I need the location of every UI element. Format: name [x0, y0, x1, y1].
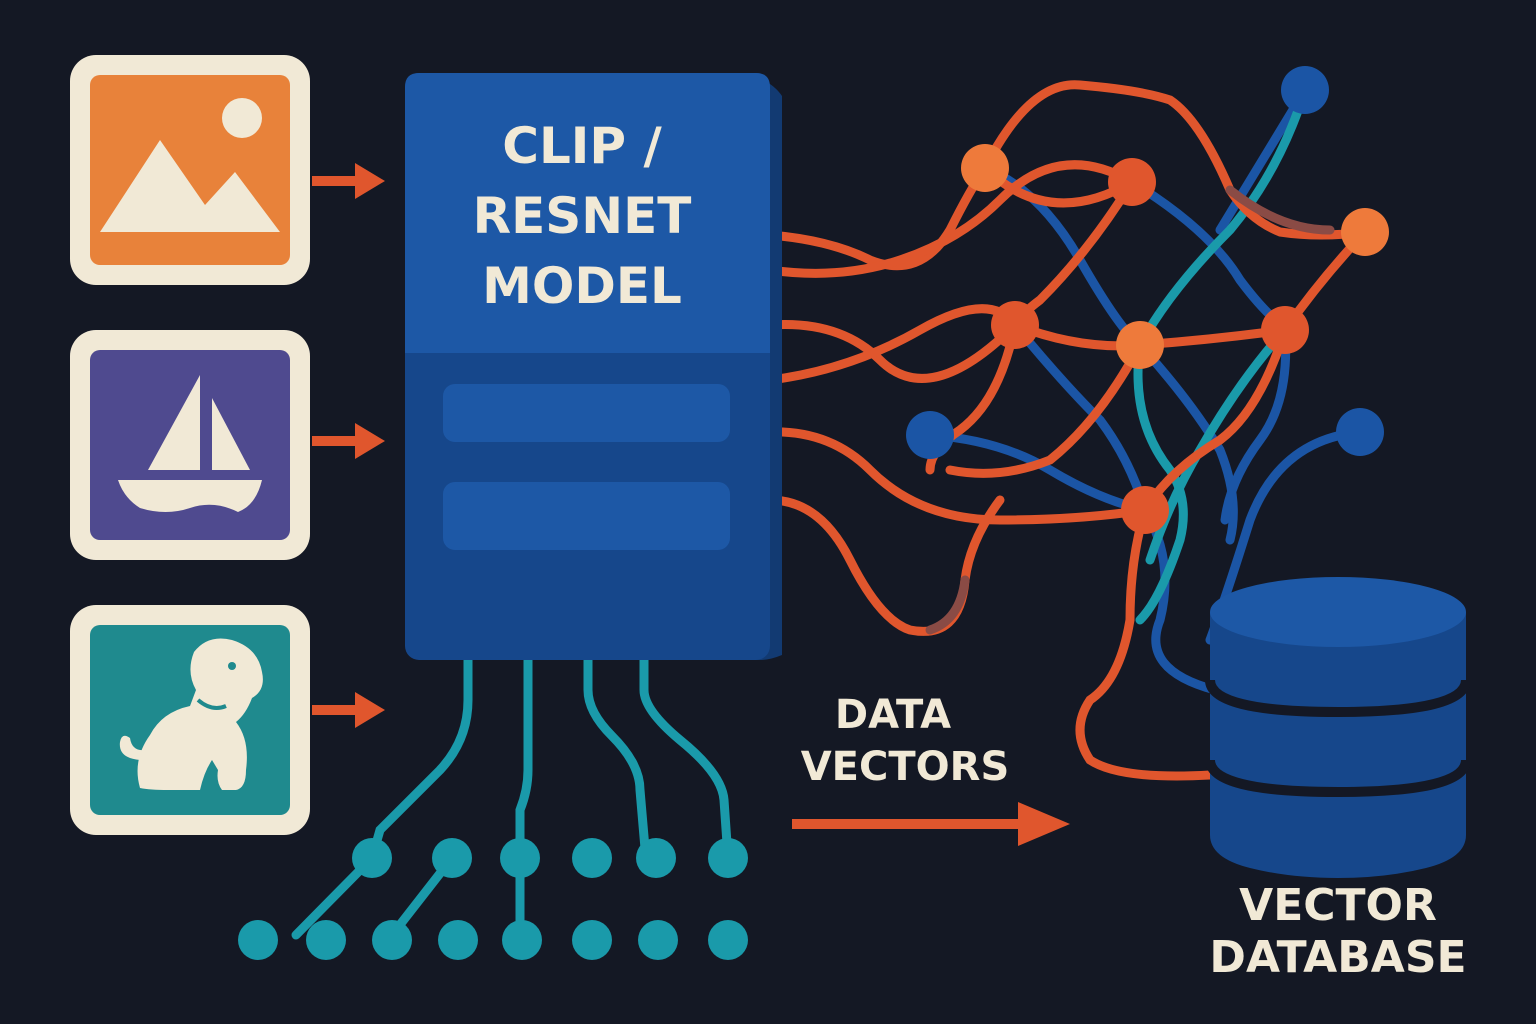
data-vectors-line-2: VECTORS [801, 744, 1010, 790]
node-orange-6 [1261, 306, 1309, 354]
data-vectors-line-1: DATA [835, 692, 951, 738]
node-orange-4 [991, 301, 1039, 349]
input-card-landscape [70, 55, 310, 285]
model-layer-bar-1 [443, 384, 730, 442]
model-title-line-2: RESNET [473, 187, 692, 245]
node-blue-1 [1281, 66, 1329, 114]
model-block: CLIP / RESNET MODEL [405, 73, 782, 660]
network-wires-orange [765, 80, 1370, 781]
database-label-line-1: VECTOR [1239, 880, 1437, 931]
model-layer-bar-2 [443, 482, 730, 550]
arrow-to-model-1 [312, 163, 385, 199]
network-wires-brown [925, 185, 1335, 635]
database-cylinder-icon [1205, 577, 1471, 878]
node-orange-5 [1116, 321, 1164, 369]
model-title-line-3: MODEL [482, 257, 682, 315]
node-orange-1 [961, 144, 1009, 192]
node-orange-2 [1108, 158, 1156, 206]
data-vectors-flow: DATA VECTORS [792, 692, 1070, 846]
sailboat-icon [118, 375, 262, 512]
landscape-image-icon [100, 98, 280, 232]
node-blue-3 [1336, 408, 1384, 456]
arrow-to-database [792, 802, 1070, 846]
node-orange-7 [1121, 486, 1169, 534]
node-orange-3 [1341, 208, 1389, 256]
model-title-line-1: CLIP / [502, 117, 662, 175]
dog-icon [119, 638, 263, 790]
network-nodes [906, 66, 1389, 534]
input-card-sailboat [70, 330, 310, 560]
arrow-to-model-2 [312, 423, 385, 459]
database-label-line-2: DATABASE [1209, 932, 1466, 983]
arrow-to-model-3 [312, 692, 385, 728]
input-arrows [312, 163, 385, 728]
input-card-dog [70, 605, 310, 835]
node-blue-2 [906, 411, 954, 459]
